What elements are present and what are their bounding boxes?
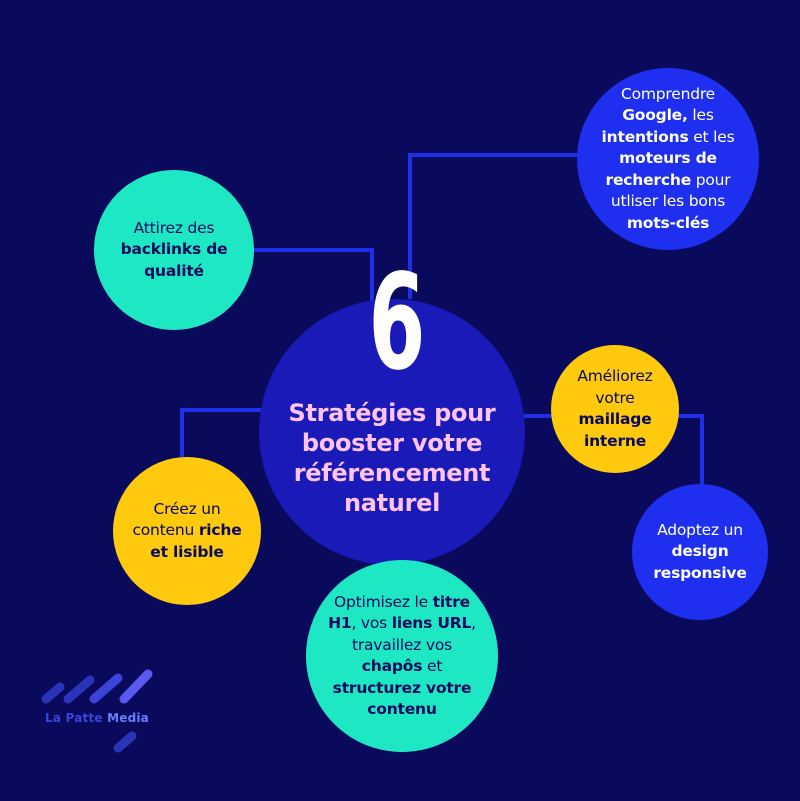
node-google-line1: Comprendre: [620, 84, 716, 103]
logo-wordmark: La Patte Media: [45, 711, 149, 725]
node-google-keywords: Comprendre Google, les intentions et les…: [577, 68, 759, 250]
node-contenu-riche: Créez un contenu riche et lisible: [113, 457, 261, 605]
node-center: [259, 299, 525, 565]
center-number: 6: [368, 246, 426, 400]
la-patte-media-logo-icon: [41, 669, 153, 753]
connector-contenu: [180, 408, 265, 465]
connector-google: [408, 153, 585, 299]
node-design-responsive: Adoptez un design responsive: [632, 484, 768, 620]
node-maillage-interne: Améliorez votre maillage interne: [551, 345, 679, 473]
center-title: Stratégies pour booster votre référencem…: [288, 399, 496, 517]
connector-backlinks: [230, 248, 374, 305]
node-backlinks: Attirez des backlinks de qualité: [94, 170, 254, 330]
node-titre-h1: Optimisez le titre H1, vos liens URL, tr…: [306, 560, 498, 752]
